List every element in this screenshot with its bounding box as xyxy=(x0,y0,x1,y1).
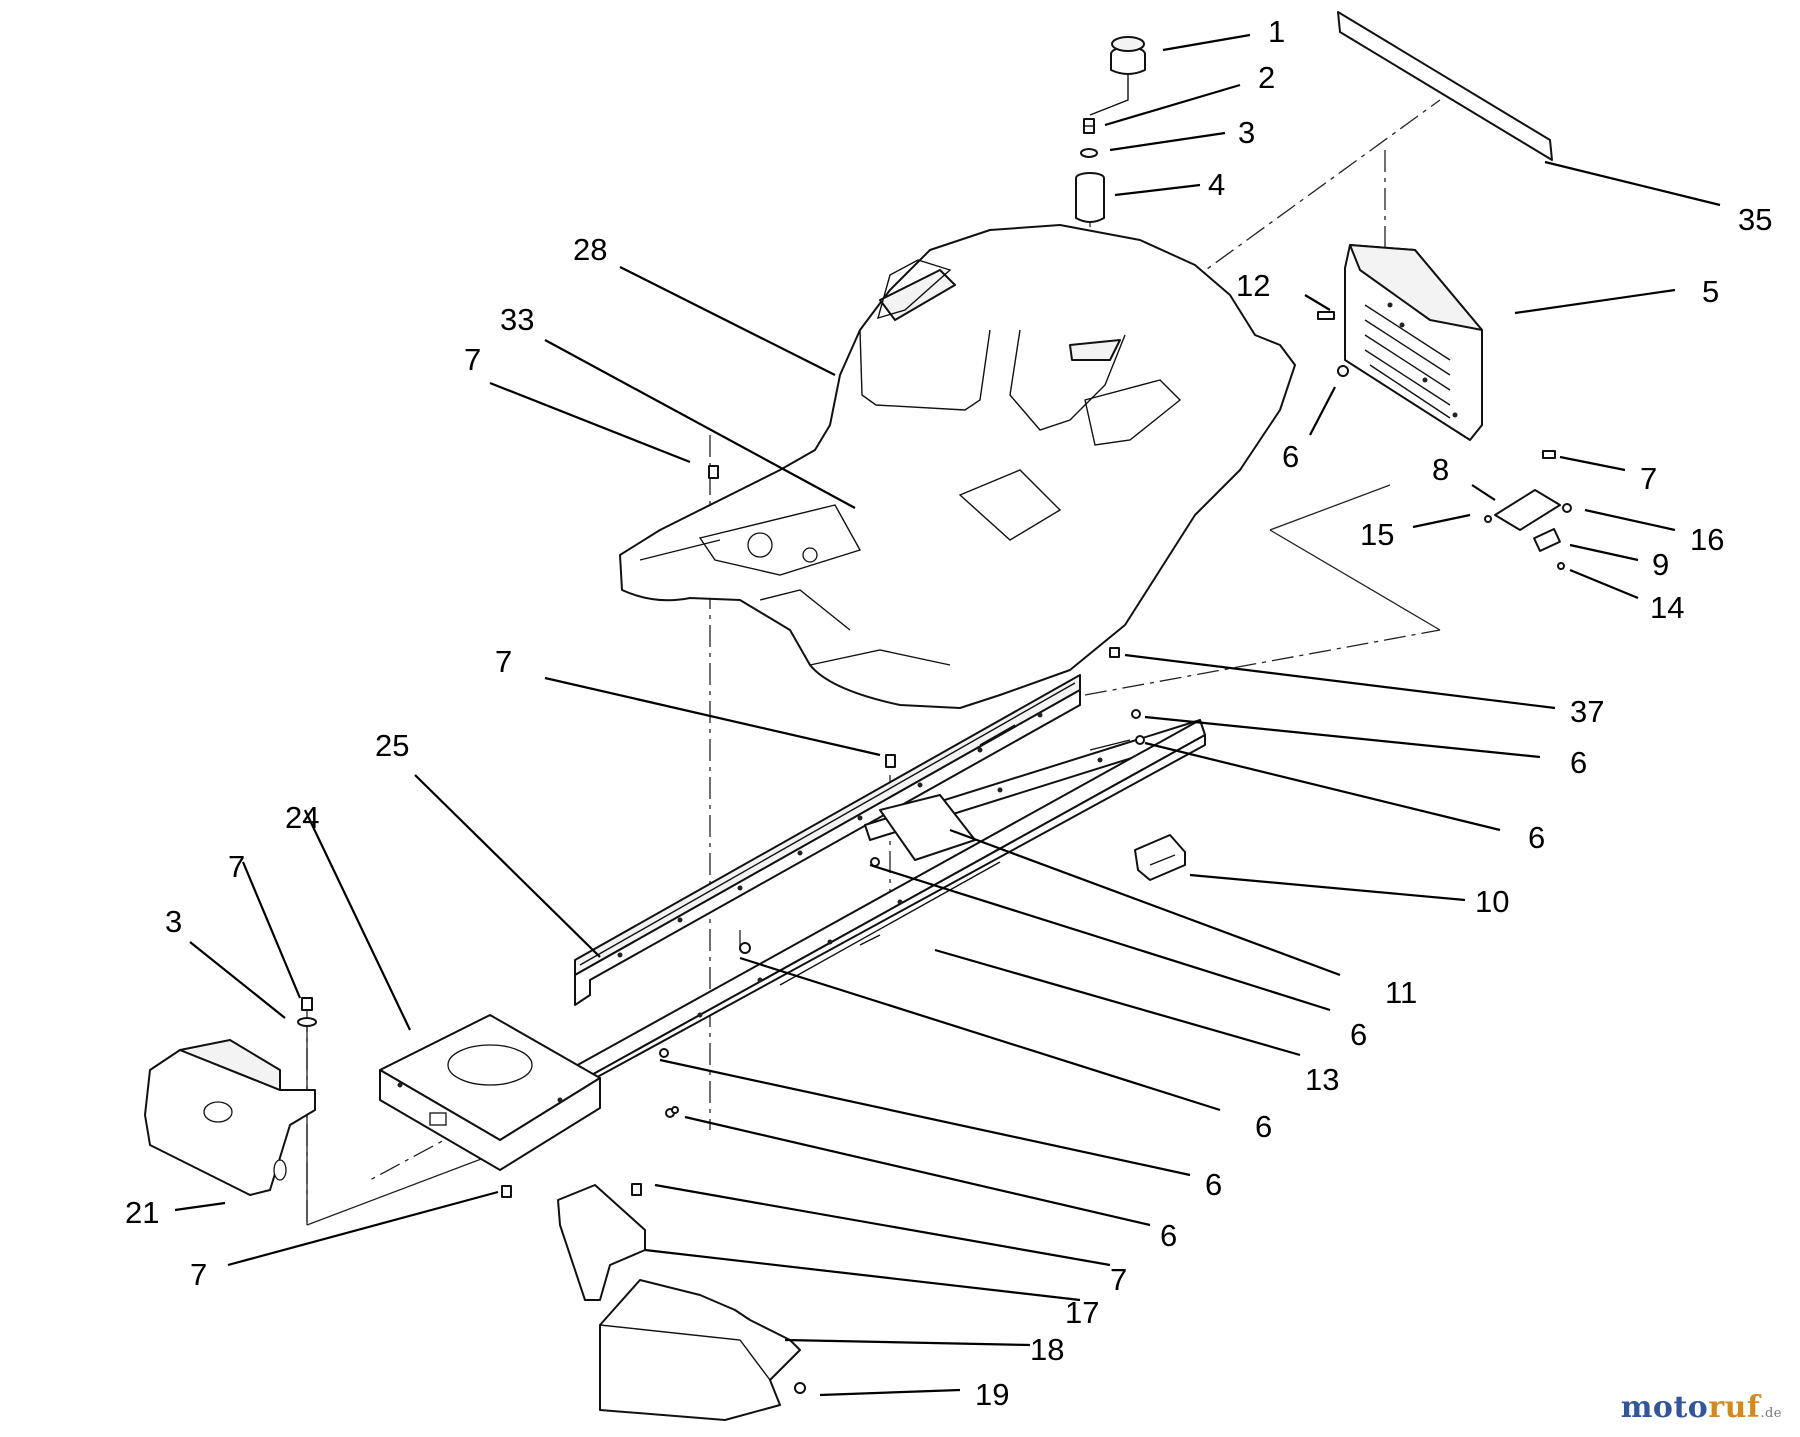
part-28-seat-pan xyxy=(619,224,1296,709)
part-2-screw xyxy=(1083,118,1095,134)
callout-6g: 6 xyxy=(1160,1218,1177,1253)
part-10-bracket xyxy=(1134,834,1186,881)
part-7-screw-c xyxy=(301,997,313,1011)
part-19-screw xyxy=(794,1382,806,1394)
part-7-screw-e xyxy=(631,1183,642,1196)
callout-8: 8 xyxy=(1432,452,1449,487)
part-9-switch xyxy=(1533,528,1561,552)
part-16-nut xyxy=(1562,503,1572,513)
part-7-screw-a xyxy=(708,465,719,479)
callout-25: 25 xyxy=(375,728,409,763)
part-6-nut-e xyxy=(659,1048,669,1058)
watermark-logo: motoruf.de xyxy=(1621,1390,1782,1425)
part-6-nut-d xyxy=(671,1106,679,1114)
part-3-washer-b xyxy=(297,1017,317,1027)
callout-35: 35 xyxy=(1738,202,1772,237)
part-3-washer xyxy=(1080,148,1098,158)
part-25-frame-rail xyxy=(574,674,1081,1006)
callout-7c: 7 xyxy=(495,644,512,679)
callout-6a: 6 xyxy=(1282,439,1299,474)
part-15-screw xyxy=(1484,515,1492,523)
part-7-screw-d xyxy=(501,1185,512,1198)
callout-16: 16 xyxy=(1690,522,1724,557)
part-6-nut-f xyxy=(1131,709,1141,719)
callout-6f: 6 xyxy=(1205,1167,1222,1202)
callout-11: 11 xyxy=(1385,975,1417,1010)
callout-13: 13 xyxy=(1305,1062,1339,1097)
callout-7b: 7 xyxy=(1640,461,1657,496)
callout-12: 12 xyxy=(1236,268,1270,303)
callout-18: 18 xyxy=(1030,1332,1064,1367)
callout-6e: 6 xyxy=(1255,1109,1272,1144)
callout-1: 1 xyxy=(1268,14,1285,49)
callout-7f: 7 xyxy=(1110,1262,1127,1297)
part-12-bolt xyxy=(1317,311,1335,320)
callout-17: 17 xyxy=(1065,1295,1099,1330)
callout-3: 3 xyxy=(1238,115,1255,150)
part-1-knob xyxy=(1089,36,1146,116)
callout-19: 19 xyxy=(975,1377,1009,1412)
leader-lines xyxy=(174,33,1721,1397)
part-24-mount-plate xyxy=(379,1014,601,1171)
callout-24: 24 xyxy=(285,800,319,835)
part-6-nut-g xyxy=(1135,735,1145,745)
part-21-rear-bracket xyxy=(144,1039,316,1196)
callout-37: 37 xyxy=(1570,694,1604,729)
callout-6c: 6 xyxy=(1528,820,1545,855)
callout-7e: 7 xyxy=(190,1257,207,1292)
callout-33: 33 xyxy=(500,302,534,337)
part-7-screw-b xyxy=(885,754,896,768)
part-6-nut-shield xyxy=(1337,365,1349,377)
part-18-cover xyxy=(599,1279,801,1421)
callout-15: 15 xyxy=(1360,517,1394,552)
callout-14: 14 xyxy=(1650,590,1684,625)
part-37-clip xyxy=(1109,647,1120,658)
watermark-brand-a: moto xyxy=(1620,1390,1709,1425)
part-13-lower-rail xyxy=(499,719,1206,1149)
watermark-suffix: .de xyxy=(1760,1406,1782,1421)
callout-7a: 7 xyxy=(464,342,481,377)
callout-3b: 3 xyxy=(165,904,182,939)
part-28-seat-pan-slots xyxy=(876,259,1182,446)
callout-10: 10 xyxy=(1475,884,1509,919)
part-6-nut-a xyxy=(739,942,751,954)
callout-9: 9 xyxy=(1652,547,1669,582)
part-17-gusset xyxy=(557,1184,646,1301)
callouts: 1 2 3 4 35 28 12 5 33 7 6 7 8 16 15 9 14… xyxy=(125,14,1772,1412)
callout-21: 21 xyxy=(125,1195,159,1230)
part-14-nut xyxy=(1557,562,1565,570)
part-7-screw-shield xyxy=(1542,450,1556,459)
callout-6b: 6 xyxy=(1570,745,1587,780)
callout-4: 4 xyxy=(1208,167,1225,202)
callout-5: 5 xyxy=(1702,274,1719,309)
part-35-strap xyxy=(1337,11,1553,161)
part-8-bracket xyxy=(1494,489,1561,531)
callout-6d: 6 xyxy=(1350,1017,1367,1052)
hardware xyxy=(297,465,1145,1394)
part-4-spacer xyxy=(1075,172,1105,223)
callout-2: 2 xyxy=(1258,60,1275,95)
watermark-brand-b: ruf xyxy=(1708,1390,1761,1425)
part-11-cross-member xyxy=(864,719,1206,861)
callout-7d: 7 xyxy=(228,849,245,884)
callout-28: 28 xyxy=(573,232,607,267)
part-5-shield xyxy=(1344,244,1483,441)
